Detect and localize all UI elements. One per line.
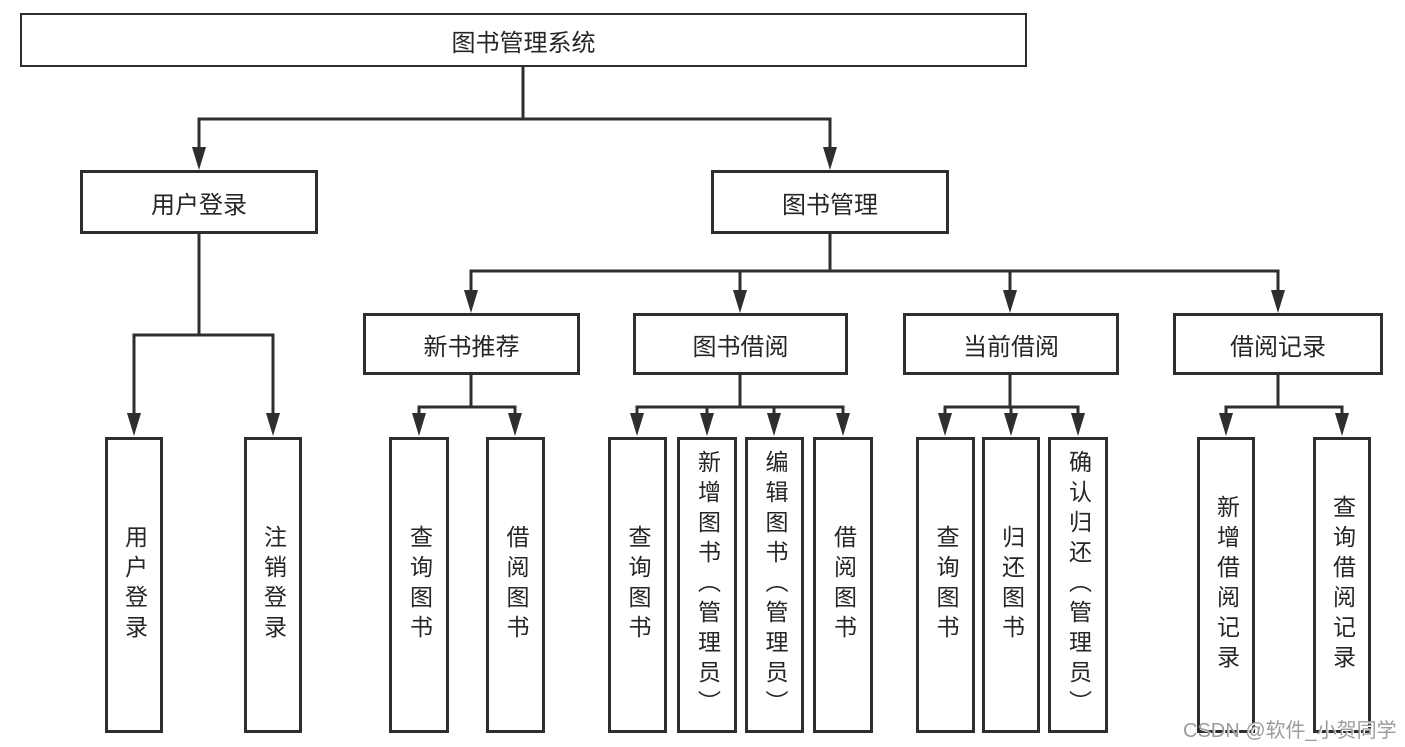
node-label: 新增图书（管理员） [694,450,721,720]
node-label: 新书推荐 [423,333,520,361]
leaf-logout: 注销登录 [244,437,302,733]
leaf-add-borrow-record: 新增借阅记录 [1197,437,1255,733]
node-label: 查询图书 [406,525,433,645]
node-label: 查询图书 [625,525,651,645]
node-book-borrowing: 图书借阅 [633,313,848,375]
node-label: 图书管理系统 [451,29,596,57]
node-label: 查询图书 [933,525,959,645]
node-label: 借阅图书 [503,525,529,645]
node-label: 图书借阅 [692,333,789,361]
node-label: 借阅记录 [1230,333,1326,361]
leaf-query-books-borrowing: 查询图书 [608,437,667,733]
node-label: 图书管理 [782,191,878,219]
node-new-book-recommendation: 新书推荐 [363,313,580,375]
node-label: 确认归还（管理员） [1065,450,1092,720]
node-user-login: 用户登录 [80,170,318,234]
leaf-user-login: 用户登录 [105,437,163,733]
watermark-text: CSDN @软件_小贺同学 [1183,720,1397,742]
node-label: 编辑图书（管理员） [762,450,788,720]
leaf-borrow-books-recommend: 借阅图书 [486,437,545,733]
node-label: 当前借阅 [963,333,1059,361]
leaf-confirm-return-admin: 确认归还（管理员） [1048,437,1108,733]
leaf-query-borrow-record: 查询借阅记录 [1313,437,1371,733]
node-borrowing-records: 借阅记录 [1173,313,1383,375]
node-root: 图书管理系统 [20,13,1027,67]
leaf-borrow-books: 借阅图书 [813,437,873,733]
node-book-management: 图书管理 [711,170,949,234]
node-label: 查询借阅记录 [1329,495,1356,675]
node-label: 注销登录 [260,525,287,645]
leaf-add-books-admin: 新增图书（管理员） [677,437,737,733]
node-label: 新增借阅记录 [1213,495,1240,675]
node-label: 用户登录 [151,191,247,219]
leaf-return-books: 归还图书 [982,437,1040,733]
leaf-query-books-recommend: 查询图书 [389,437,449,733]
leaf-query-books-current: 查询图书 [916,437,975,733]
node-label: 用户登录 [121,525,148,645]
node-current-borrowing: 当前借阅 [903,313,1119,375]
leaf-edit-books-admin: 编辑图书（管理员） [745,437,804,733]
node-label: 归还图书 [998,525,1025,645]
node-label: 借阅图书 [830,525,857,645]
